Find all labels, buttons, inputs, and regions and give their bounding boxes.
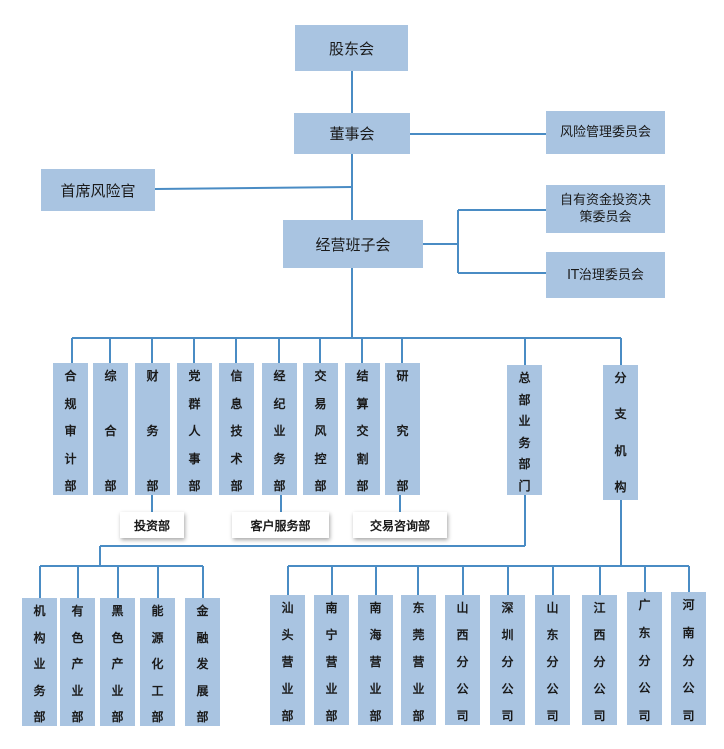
cro-node: 首席风险官: [41, 169, 155, 211]
branch-jiangxi: 江西分公司: [582, 595, 617, 725]
dept-hq-business: 总部业务部门: [507, 365, 542, 495]
branch-dongguan: 东莞营业部: [401, 595, 436, 725]
unit-nonferrous: 有色产业部: [60, 598, 95, 726]
risk-committee-node: 风险管理委员会: [546, 111, 665, 154]
unit-ferrous: 黑色产业部: [100, 598, 135, 726]
dept-research: 研究部: [385, 363, 420, 495]
branch-shantou: 汕头营业部: [270, 595, 305, 725]
branch-guangdong: 广东分公司: [627, 592, 662, 725]
sub-trading-consulting: 交易咨询部: [353, 512, 447, 538]
investment-committee-line-1: 自有资金投资决: [559, 193, 651, 208]
sub-customer-service: 客户服务部: [232, 512, 329, 538]
branch-henan: 河南分公司: [671, 592, 706, 725]
unit-financial-development: 金融发展部: [185, 598, 220, 726]
investment-committee-line-2: 策委员会: [579, 210, 632, 225]
board-node: 董事会: [294, 113, 410, 154]
branch-nanhai: 南海营业部: [358, 595, 393, 725]
it-committee-node: IT治理委员会: [546, 252, 665, 298]
dept-settlement: 结算交割部: [345, 363, 380, 495]
dept-party-hr: 党群人事部: [177, 363, 212, 495]
branch-shandong: 山东分公司: [535, 595, 570, 725]
unit-energy-chemical: 能源化工部: [140, 598, 175, 726]
shareholders-node: 股东会: [295, 25, 408, 71]
dept-brokerage: 经纪业务部: [262, 363, 297, 495]
unit-institutional: 机构业务部: [22, 598, 57, 726]
exec-team-node: 经营班子会: [283, 220, 423, 268]
branch-shenzhen: 深圳分公司: [490, 595, 525, 725]
dept-trading-risk: 交易风控部: [303, 363, 338, 495]
dept-finance: 财务部: [135, 363, 170, 495]
dept-compliance-audit: 合规审计部: [53, 363, 88, 495]
dept-branches: 分支机构: [603, 365, 638, 500]
dept-general: 综合部: [93, 363, 128, 495]
sub-investment: 投资部: [120, 512, 184, 538]
investment-committee-node: 自有资金投资决 策委员会: [546, 185, 665, 233]
branch-shanxi: 山西分公司: [445, 595, 480, 725]
dept-it: 信息技术部: [219, 363, 254, 495]
branch-nanning: 南宁营业部: [314, 595, 349, 725]
